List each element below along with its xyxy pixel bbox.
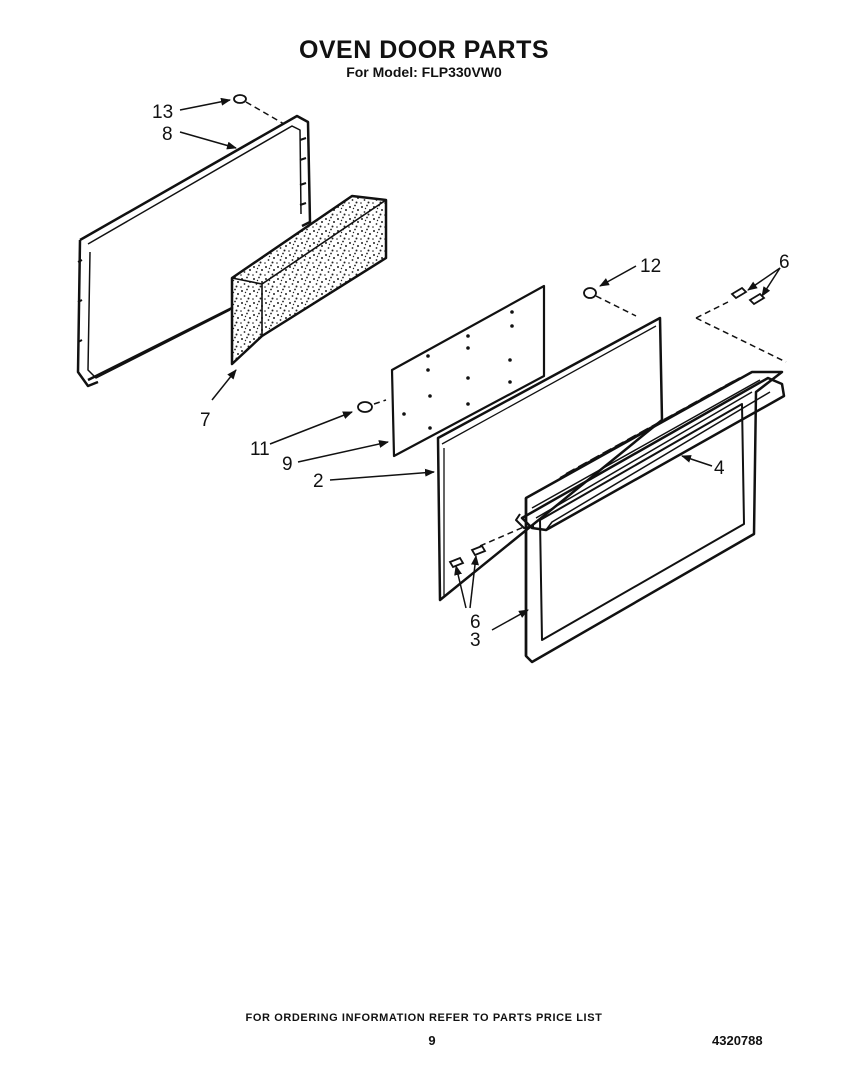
door-glass [436,316,664,602]
inner-door-panel [390,284,546,458]
callout-8: 8 [162,124,173,145]
alignment-lines [245,101,787,547]
callout-12: 12 [640,256,661,277]
callout-3: 3 [470,630,481,651]
hardware [233,94,766,569]
document-number: 4320788 [712,1033,763,1048]
part-6-screw-bottom-a [448,556,465,569]
callout-13: 13 [152,102,173,123]
leader-lines [179,97,781,631]
callout-6-bottom: 6 [470,612,481,633]
page-number: 9 [428,1033,436,1048]
part-13-clip [233,94,247,104]
part-6-screw-top-b [748,292,766,306]
callout-6-top: 6 [779,252,790,273]
callout-2: 2 [313,471,324,492]
callout-9: 9 [282,454,293,475]
door-gasket-frame [76,114,312,388]
callout-4: 4 [714,458,725,479]
door-insulation [230,194,388,366]
part-6-screw-bottom-b [470,544,487,557]
model-number: FLP330VW0 [421,64,502,80]
page-title: OVEN DOOR PARTS [298,36,550,64]
callout-11: 11 [250,439,270,460]
model-prefix: For Model: [346,64,422,80]
model-subtitle: For Model: FLP330VW0 [0,64,848,80]
part-11-clip [357,401,373,413]
callout-7: 7 [200,410,211,431]
outer-door-frame [524,370,784,664]
ordering-note: FOR ORDERING INFORMATION REFER TO PARTS … [245,1012,603,1024]
door-handle [515,376,786,532]
part-12-screw [583,287,597,299]
part-6-screw-top-a [730,286,748,300]
